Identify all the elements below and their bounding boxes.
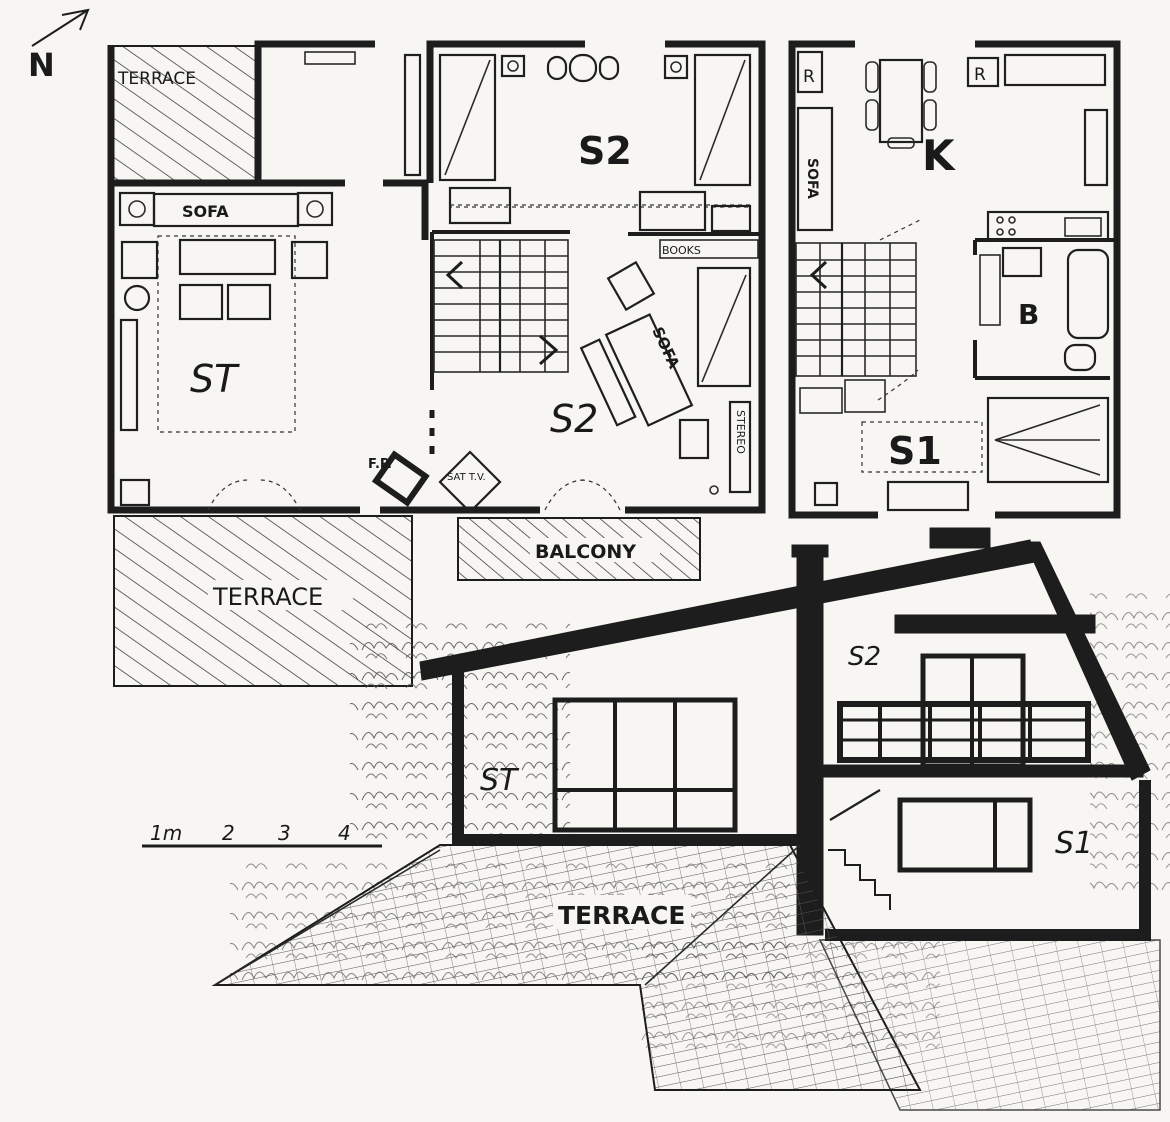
label-stereo: STEREO — [734, 410, 747, 454]
label-terrace-top: TERRACE — [117, 69, 196, 89]
sofa-st — [152, 192, 300, 228]
sofa-s2 — [604, 313, 694, 427]
stereo-unit — [728, 400, 752, 494]
scale-1m: 1m — [150, 821, 182, 845]
s2-bedroom-furniture — [438, 53, 752, 233]
elev-label-st: ST — [480, 763, 520, 798]
fridge-1 — [796, 50, 824, 94]
label-sofa-st: SOFA — [182, 202, 229, 221]
elev-label-terrace: TERRACE — [558, 901, 685, 930]
label-fireplace: F.P. — [368, 457, 392, 472]
elev-label-s1: S1 — [1055, 826, 1093, 861]
label-st: ST — [190, 357, 240, 401]
right-floor-block: R R SOFA — [788, 40, 1121, 519]
scale-3: 3 — [278, 821, 291, 845]
fridge-2 — [966, 56, 1000, 88]
sat-tv — [438, 450, 502, 514]
label-kitchen: K — [922, 131, 956, 180]
label-balcony: BALCONY — [535, 541, 636, 563]
label-fridge-1: R — [803, 67, 815, 87]
label-s1: S1 — [888, 429, 942, 473]
north-arrow: N — [28, 8, 90, 84]
elev-label-s2: S2 — [848, 642, 881, 672]
scale-2: 2 — [222, 821, 235, 845]
label-s2-bedroom: S2 — [578, 129, 632, 173]
kitchen-table — [878, 58, 924, 144]
scale-4: 4 — [338, 821, 351, 845]
label-sofa-k: SOFA — [804, 158, 820, 199]
bed-s1 — [986, 396, 1110, 484]
elevation-sketch — [211, 527, 1170, 1111]
sofa-k — [796, 106, 834, 232]
s2-lower-furniture: SOFA STEREO BOOKS F.P. SAT T.V. — [368, 239, 759, 514]
left-floor-block — [107, 40, 766, 514]
terrace-top-hatch — [112, 45, 258, 185]
scale-bar: 1m 2 3 4 — [142, 821, 382, 848]
fireplace — [371, 450, 430, 507]
label-s2-lower: S2 — [550, 397, 598, 441]
stairs-left — [429, 239, 569, 455]
label-books: BOOKS — [662, 244, 701, 257]
label-terrace-main: TERRACE — [212, 583, 323, 611]
st-furniture: SOFA — [118, 191, 334, 507]
label-bath: B — [1018, 298, 1039, 331]
north-label: N — [28, 46, 55, 84]
label-fridge-2: R — [974, 65, 986, 85]
label-sat-tv: SAT T.V. — [447, 472, 486, 483]
label-sofa-s2: SOFA — [648, 324, 683, 372]
bathtub — [1066, 248, 1110, 340]
